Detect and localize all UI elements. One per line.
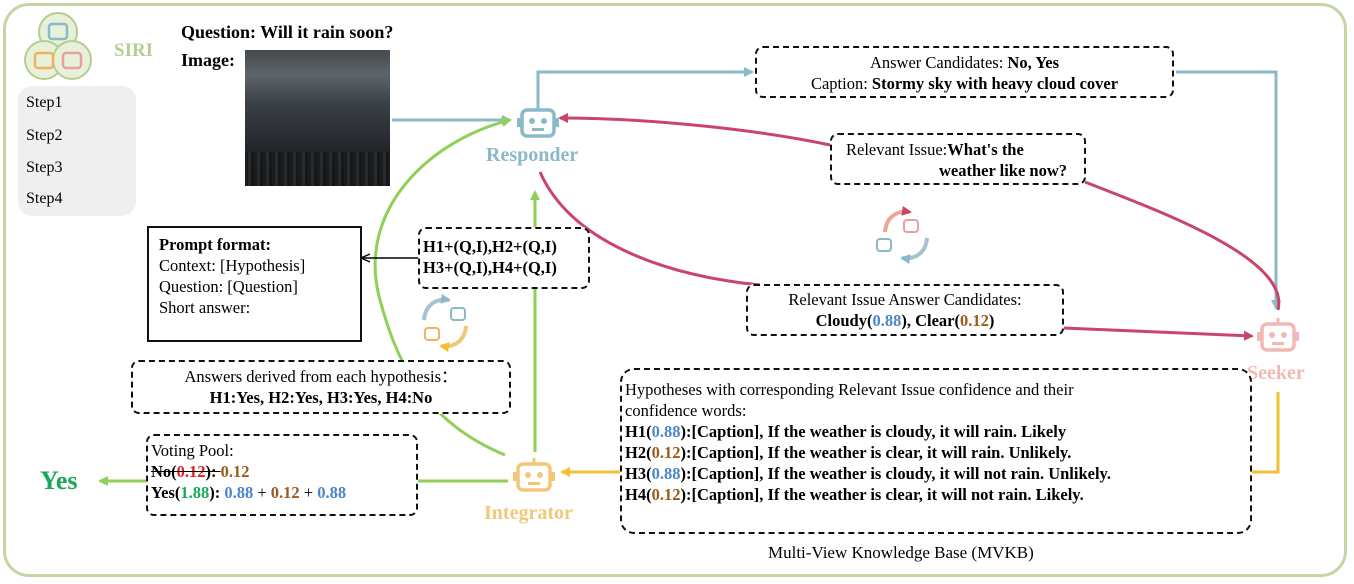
legend-step2: Step2	[26, 127, 63, 144]
mvkb-caption: Multi-View Knowledge Base (MVKB)	[768, 543, 1034, 562]
siri-label: SIRI	[114, 40, 154, 61]
vote-no-value: 0.12	[176, 462, 206, 481]
relevant-issue-value-2: weather like now?	[938, 161, 1068, 180]
relevant-issue-prefix: Relevant Issue:	[846, 140, 948, 159]
answer-candidates-value: No, Yes	[1007, 53, 1060, 72]
clear-label: ), Clear(	[901, 311, 960, 330]
legend-step1: Step1	[26, 94, 63, 111]
hypothesis-h4: H4(0.12):[Caption], If the weather is cl…	[625, 485, 1084, 504]
vote-yes-term2: 0.12	[270, 483, 300, 502]
answers-derived-values: H1:Yes, H2:Yes, H3:Yes, H4:No	[209, 388, 433, 407]
prompt-format-line2: Question: [Question]	[159, 277, 298, 296]
vote-yes-term1: 0.88	[224, 483, 254, 502]
mvkb-intro-1: Hypotheses with corresponding Relevant I…	[625, 380, 1074, 399]
image-label: Image:	[181, 50, 235, 70]
legend-step4: Step4	[26, 190, 63, 207]
legend-step3: Step3	[26, 159, 63, 176]
outer-frame	[3, 3, 1347, 577]
robot-cluster-icon	[24, 12, 92, 80]
final-answer: Yes	[40, 466, 78, 495]
hypothesis-pairs-line2: H3+(Q,I),H4+(Q,I)	[423, 258, 557, 277]
prompt-format-line3: Short answer:	[159, 298, 251, 317]
cloudy-label: Cloudy(	[815, 311, 873, 330]
mvkb-intro-2: confidence words:	[625, 401, 747, 420]
answer-candidates-box: Answer Candidates: No, Yes Caption: Stor…	[755, 46, 1174, 98]
hypothesis-pairs-box: H1+(Q,I),H2+(Q,I) H3+(Q,I),H4+(Q,I)	[418, 227, 590, 289]
cloudy-value: 0.88	[872, 311, 902, 330]
caption-value: Stormy sky with heavy cloud cover	[871, 74, 1119, 93]
answers-derived-title: Answers derived from each hypothesis：	[184, 367, 458, 386]
vote-yes-label: Yes(	[151, 483, 181, 502]
hypothesis-pairs-line1: H1+(Q,I),H2+(Q,I)	[423, 237, 557, 256]
question-text: Question: Will it rain soon?	[181, 22, 394, 42]
relevant-issue-box: Relevant Issue:What's the weather like n…	[830, 133, 1086, 185]
caption-prefix: Caption:	[810, 74, 872, 93]
integrator-label: Integrator	[484, 502, 573, 524]
relevant-answers-box: Relevant Issue Answer Candidates: Cloudy…	[746, 284, 1064, 336]
answers-derived-box: Answers derived from each hypothesis： H1…	[131, 360, 511, 414]
prompt-format-box: Prompt format: Context: [Hypothesis] Que…	[147, 226, 362, 342]
vote-yes-term3: 0.88	[317, 483, 347, 502]
hypothesis-h2: H2(0.12):[Caption], If the weather is cl…	[625, 443, 1072, 462]
responder-robot-icon	[516, 102, 560, 147]
hypothesis-h1: H1(0.88):[Caption], If the weather is cl…	[625, 422, 1067, 441]
relevant-issue-value-1: What's the	[947, 140, 1024, 159]
integrator-robot-icon	[512, 456, 556, 501]
seeker-robot-icon	[1256, 316, 1300, 361]
siri-logo	[20, 10, 100, 82]
seeker-label: Seeker	[1247, 362, 1305, 384]
hypothesis-h3: H3(0.88):[Caption], If the weather is cl…	[625, 464, 1112, 483]
prompt-format-title: Prompt format:	[159, 235, 271, 254]
stormy-sky-image	[245, 50, 390, 186]
step-legend: Step1 Step2 Step3 Step4	[18, 86, 136, 216]
clear-value: 0.12	[960, 311, 989, 330]
voting-pool-box: Voting Pool: No(0.12): 0.12 Yes(1.88): 0…	[146, 434, 418, 516]
responder-label: Responder	[486, 144, 579, 166]
voting-pool-title: Voting Pool:	[151, 441, 234, 460]
vote-no-label: No(	[151, 462, 177, 481]
prompt-format-line1: Context: [Hypothesis]	[159, 256, 306, 275]
vote-yes-value: 1.88	[180, 483, 210, 502]
mvkb-box: Hypotheses with corresponding Relevant I…	[620, 368, 1252, 534]
answer-candidates-prefix: Answer Candidates:	[869, 53, 1008, 72]
relevant-answers-title: Relevant Issue Answer Candidates:	[788, 290, 1022, 309]
vote-no-sum: 0.12	[220, 462, 250, 481]
